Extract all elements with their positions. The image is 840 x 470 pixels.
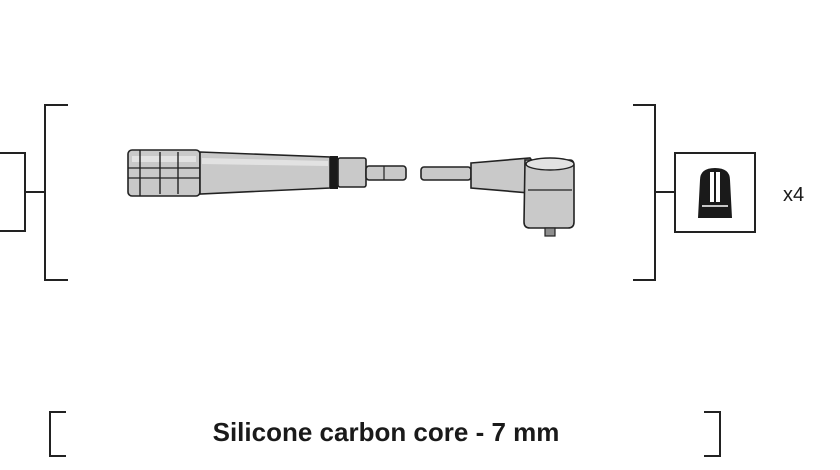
spark-plug-boot-icon: [470, 157, 575, 237]
ignition-lead-icon: [127, 149, 472, 197]
quantity-label: x4: [783, 184, 804, 206]
left-connector-box: [0, 152, 45, 232]
caption-left-bracket: [49, 411, 66, 457]
plug-terminal-box: [674, 152, 756, 233]
plug-terminal-icon: [698, 168, 732, 218]
right-bracket: [633, 104, 656, 281]
left-bracket: [44, 104, 68, 281]
caption-right-bracket: [704, 411, 721, 457]
core-description-label: Silicone carbon core - 7 mm: [213, 417, 560, 447]
